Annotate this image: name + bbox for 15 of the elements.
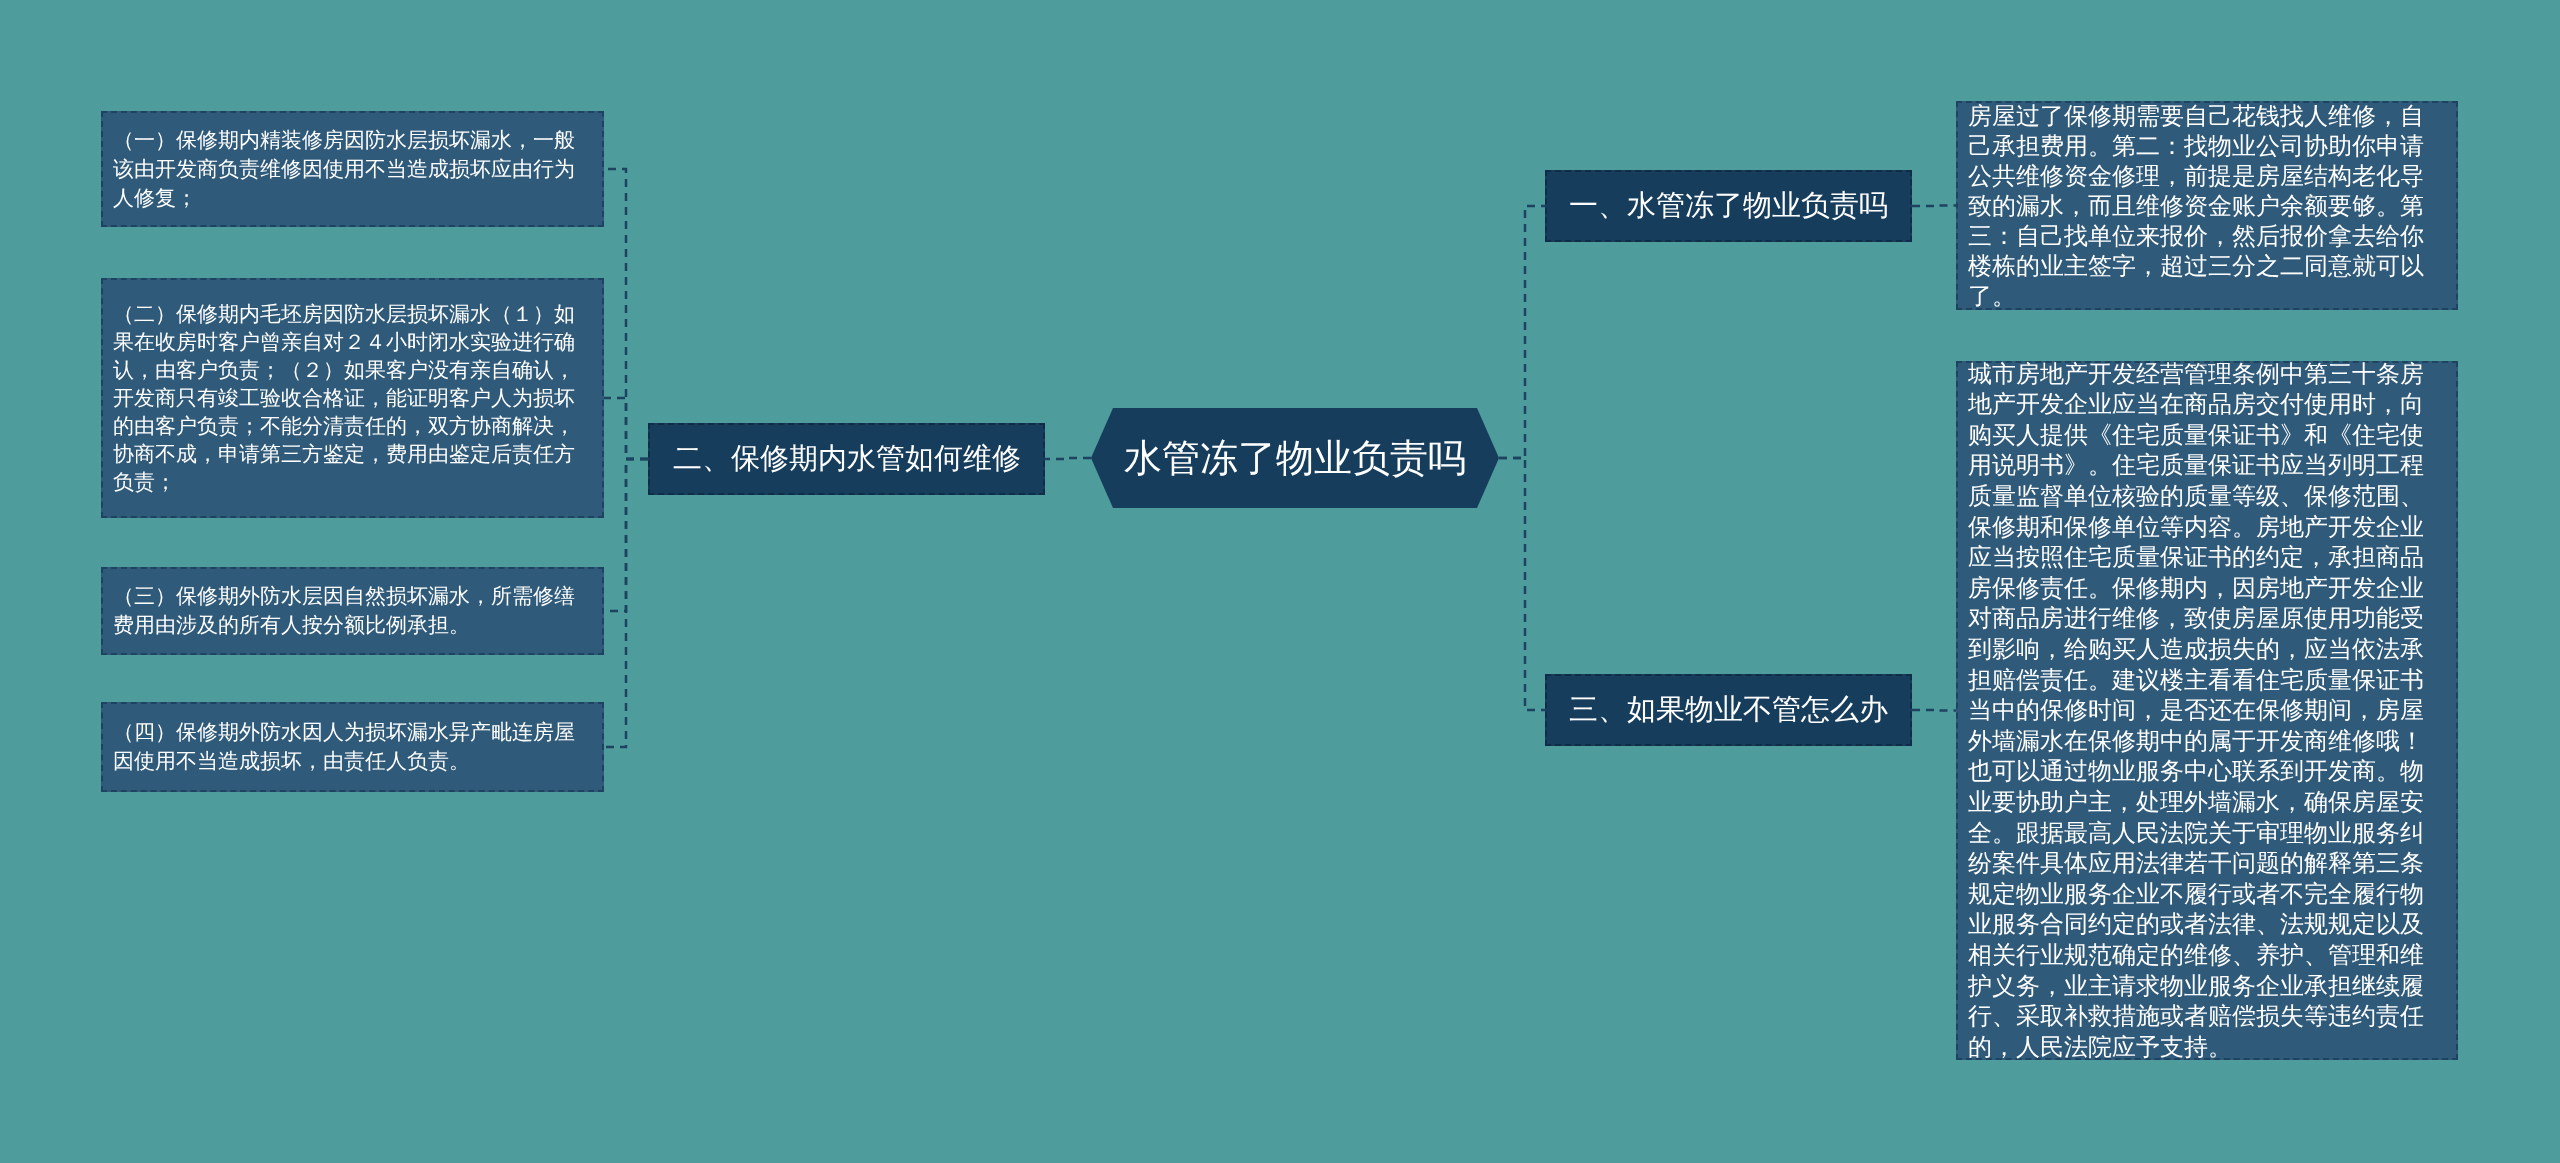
connector-line [1912,708,1956,712]
connector-line [1499,456,1545,712]
connector-line [604,457,648,749]
text-box: 房屋过了保修期需要自己花钱找人维修，自己承担费用。第二：找物业公司协助你申请公共维修资金修理，前提是房屋结构老化导致的漏水，而且维修资金账户余额要够。第三：自己找单位来报价，然后报价拿去给你楼栋的业主签字，超过三分之二同意就可以了。 [1956,101,2458,310]
text-box: 城市房地产开发经营管理条例中第三十条房地产开发企业应当在商品房交付使用时，向购买人提供《住宅质量保证书》和《住宅使用说明书》。住宅质量保证书应当列明工程质量监督单位核验的质量等级、保修范围、保修期和保修单位等内容。房地产开发企业应当按照住宅质量保证书的约定，承担商品房保修责任。保修期内，因房地产开发企业对商品房进行维修，致使房屋原使用功能受到影响，给购买人造成损失的，应当依法承担赔偿责任。建议楼主看看住宅质量保证书当中的保修时间，是否还在保修期间，房屋外墙漏水在保修期中的属于开发商维修哦！也可以通过物业服务中心联系到开发商。物业要协助户主，处理外墙漏水，确保房屋安全。跟据最高人民法院关于审理物业服务纠纷案件具体应用法律若干问题的解释第三条规定物业服务企业不履行或者不完全履行物业服务合同约定的或者法律、法规规定以及相关行业规范确定的维修、养护、管理和维护义务，业主请求物业服务企业承担继续履行、采取补救措施或者赔偿损失等违约责任的，人民法院应予支持。 [1956,361,2458,1060]
connector-line [1912,204,1956,208]
text-box: （二）保修期内毛坯房因防水层损坏漏水（１）如果在收房时客户曾亲自对２４小时闭水实验进行确认，由客户负责；（２）如果客户没有亲自确认，开发商只有竣工验收合格证，能证明客户人为损坏的由客户负责；不能分清责任的，双方协商解决，协商不成，申请第三方鉴定，费用由鉴定后责任方负责； [101,278,604,518]
topic-box: 二、保修期内水管如何维修 [648,423,1045,495]
text-box: （三）保修期外防水层因自然损坏漏水，所需修缮费用由涉及的所有人按分额比例承担。 [101,567,604,655]
text-box: （四）保修期外防水因人为损坏漏水异产毗连房屋因使用不当造成损坏，由责任人负责。 [101,702,604,792]
topic-box: 一、水管冻了物业负责吗 [1545,170,1912,242]
topic-box: 三、如果物业不管怎么办 [1545,674,1912,746]
connector-line [1045,456,1091,461]
text-box: （一）保修期内精装修房因防水层损坏漏水，一般该由开发商负责维修因使用不当造成损坏应由行为人修复； [101,111,604,227]
topic-hexagon: 水管冻了物业负责吗 [1091,408,1499,508]
